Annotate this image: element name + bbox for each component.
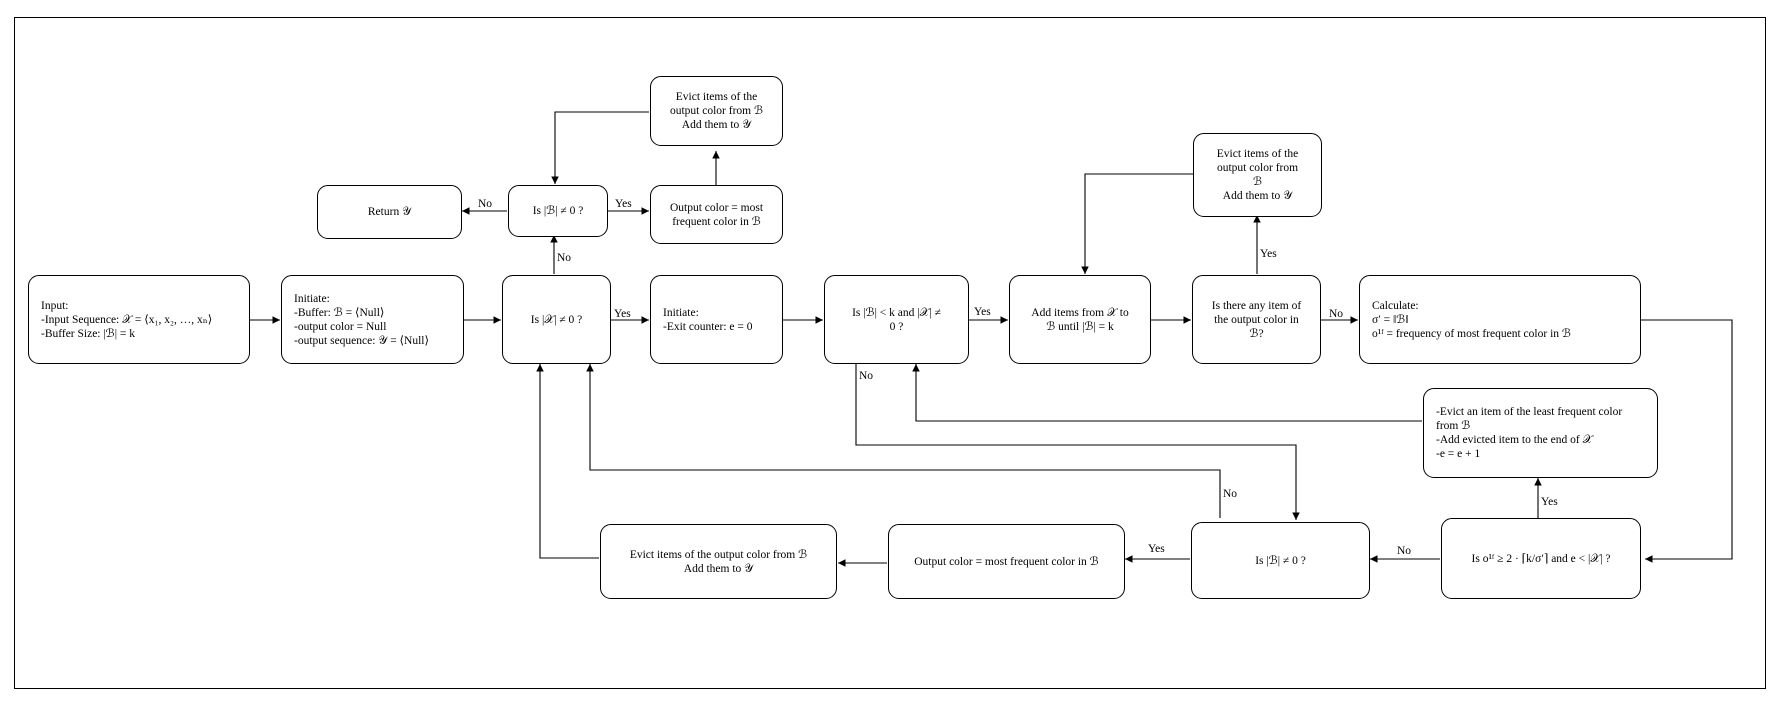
label-no-is-b-bottom: No — [1223, 488, 1238, 500]
evict-bottom-line-1: Evict items of the output color from ℬ — [629, 548, 808, 561]
init2-line-1: Initiate: — [663, 306, 699, 319]
add-items-line-2: ℬ until |ℬ| = k — [1046, 320, 1114, 333]
evict-least-line-4: -e = e + 1 — [1436, 448, 1481, 460]
label-yes-cond-o: Yes — [1541, 496, 1558, 508]
initiate-buffer-box: Initiate: -Buffer: ℬ = ⟨Null⟩ -output co… — [281, 275, 464, 364]
label-yes-output-top: Yes — [615, 198, 632, 210]
label-no-cond-o: No — [1397, 545, 1412, 557]
label-no-cond: No — [859, 370, 874, 382]
evict-bottom-line-2: Add them to 𝒴 — [683, 562, 754, 575]
is-x-nonzero-decision: Is |𝒳| ≠ 0 ? — [502, 275, 611, 364]
evict-right-line-4: Add them to 𝒴 — [1222, 190, 1293, 202]
return-y-box: Return 𝒴 — [317, 185, 462, 239]
initiate-exit-counter-box: Initiate: -Exit counter: e = 0 — [650, 275, 783, 364]
edge-evict-least-to-cond — [912, 364, 1422, 422]
initiate-line-3: -output color = Null — [294, 320, 387, 333]
is-any-line-1: Is there any item of — [1211, 299, 1302, 312]
evict-right-line-1: Evict items of the — [1216, 148, 1299, 160]
input-line-3: -Buffer Size: |ℬ| = k — [41, 327, 136, 340]
input-line-1: Input: — [41, 299, 69, 312]
cond-o-label: Is o¹ᶠ ≥ 2 · ⌈k/σ′⌉ and e < |𝒳| ? — [1471, 552, 1611, 565]
output-color-bottom-box: Output color = most frequent color in ℬ — [888, 524, 1125, 599]
evict-right-box: Evict items of the output color from ℬ A… — [1193, 133, 1322, 217]
evict-least-line-3: -Add evicted item to the end of 𝒳 — [1436, 434, 1593, 446]
label-no-is-any: No — [1329, 308, 1344, 320]
output-color-top-line-2: frequent color in ℬ — [672, 215, 761, 228]
output-color-top-box: Output color = most frequent color in ℬ — [650, 185, 783, 244]
output-color-bottom-label: Output color = most frequent color in ℬ — [914, 555, 1099, 568]
calculate-line-1: Calculate: — [1372, 299, 1419, 312]
evict-top-line-1: Evict items of the — [675, 91, 758, 103]
label-yes-cond: Yes — [974, 306, 991, 318]
diagram-frame — [14, 17, 1766, 689]
return-y-label: Return 𝒴 — [367, 206, 412, 218]
frequency-threshold-decision: Is o¹ᶠ ≥ 2 · ⌈k/σ′⌉ and e < |𝒳| ? — [1441, 518, 1641, 599]
output-color-top-line-1: Output color = most — [669, 201, 764, 214]
is-b-nonzero-bottom-decision: Is |ℬ| ≠ 0 ? — [1191, 522, 1370, 599]
buffer-not-full-decision: Is |ℬ| < k and |𝒳| ≠ 0 ? — [824, 275, 969, 364]
label-yes-is-x: Yes — [614, 308, 631, 320]
evict-least-line-2: from ℬ — [1436, 420, 1471, 432]
label-no-is-x: No — [557, 252, 572, 264]
add-items-box: Add items from 𝒳 to ℬ until |ℬ| = k — [1009, 275, 1151, 364]
evict-bottom-box: Evict items of the output color from ℬ A… — [600, 524, 837, 599]
label-yes-is-any: Yes — [1260, 248, 1277, 260]
evict-top-line-3: Add them to 𝒴 — [681, 119, 752, 131]
evict-least-frequent-box: -Evict an item of the least frequent col… — [1423, 388, 1658, 478]
init2-line-2: -Exit counter: e = 0 — [663, 320, 753, 333]
cond-b-x-line-1: Is |ℬ| < k and |𝒳| ≠ — [852, 306, 941, 319]
calculate-box: Calculate: σ′ = ‖ℬ‖ o¹ᶠ = frequency of m… — [1359, 275, 1641, 364]
initiate-line-4: -output sequence: 𝒴 = ⟨Null⟩ — [294, 334, 429, 347]
evict-least-line-1: -Evict an item of the least frequent col… — [1436, 406, 1623, 418]
input-line-2: -Input Sequence: 𝒳 = ⟨x₁, x₂, …, xₙ⟩ — [41, 313, 213, 326]
is-b-nonzero-top-decision: Is |ℬ| ≠ 0 ? — [508, 185, 608, 237]
evict-right-line-3: ℬ — [1252, 176, 1263, 188]
initiate-line-2: -Buffer: ℬ = ⟨Null⟩ — [294, 306, 385, 319]
edge-is-b-to-is-x — [586, 364, 1221, 518]
edge-calc-to-cond-o — [1641, 319, 1733, 563]
evict-top-box: Evict items of the output color from ℬ A… — [650, 76, 783, 146]
calculate-line-2: σ′ = ‖ℬ‖ — [1372, 313, 1409, 326]
input-box: Input: -Input Sequence: 𝒳 = ⟨x₁, x₂, …, … — [28, 275, 250, 364]
edge-evict-to-add — [1081, 173, 1193, 274]
output-color-present-decision: Is there any item of the output color in… — [1192, 275, 1321, 364]
cond-b-x-line-2: 0 ? — [889, 320, 904, 333]
add-items-line-1: Add items from 𝒳 to — [1031, 306, 1129, 319]
edge-evict-bottom-to-is-x — [536, 364, 599, 559]
is-any-line-2: the output color in — [1214, 313, 1299, 326]
edge-cond-no-to-is-b — [855, 364, 1300, 520]
evict-right-line-2: output color from — [1216, 162, 1299, 174]
is-b-bottom-label: Is |ℬ| ≠ 0 ? — [1255, 554, 1306, 567]
label-yes-is-b-bottom: Yes — [1148, 543, 1165, 555]
label-no-return: No — [478, 198, 493, 210]
is-b-top-label: Is |ℬ| ≠ 0 ? — [532, 205, 584, 217]
calculate-line-3: o¹ᶠ = frequency of most frequent color i… — [1372, 327, 1571, 340]
edge-evict-top-to-is-b — [551, 111, 649, 184]
evict-top-line-2: output color from ℬ — [669, 105, 764, 117]
initiate-line-1: Initiate: — [294, 292, 330, 305]
is-x-label: Is |𝒳| ≠ 0 ? — [530, 313, 583, 326]
is-any-line-3: ℬ? — [1249, 327, 1264, 340]
